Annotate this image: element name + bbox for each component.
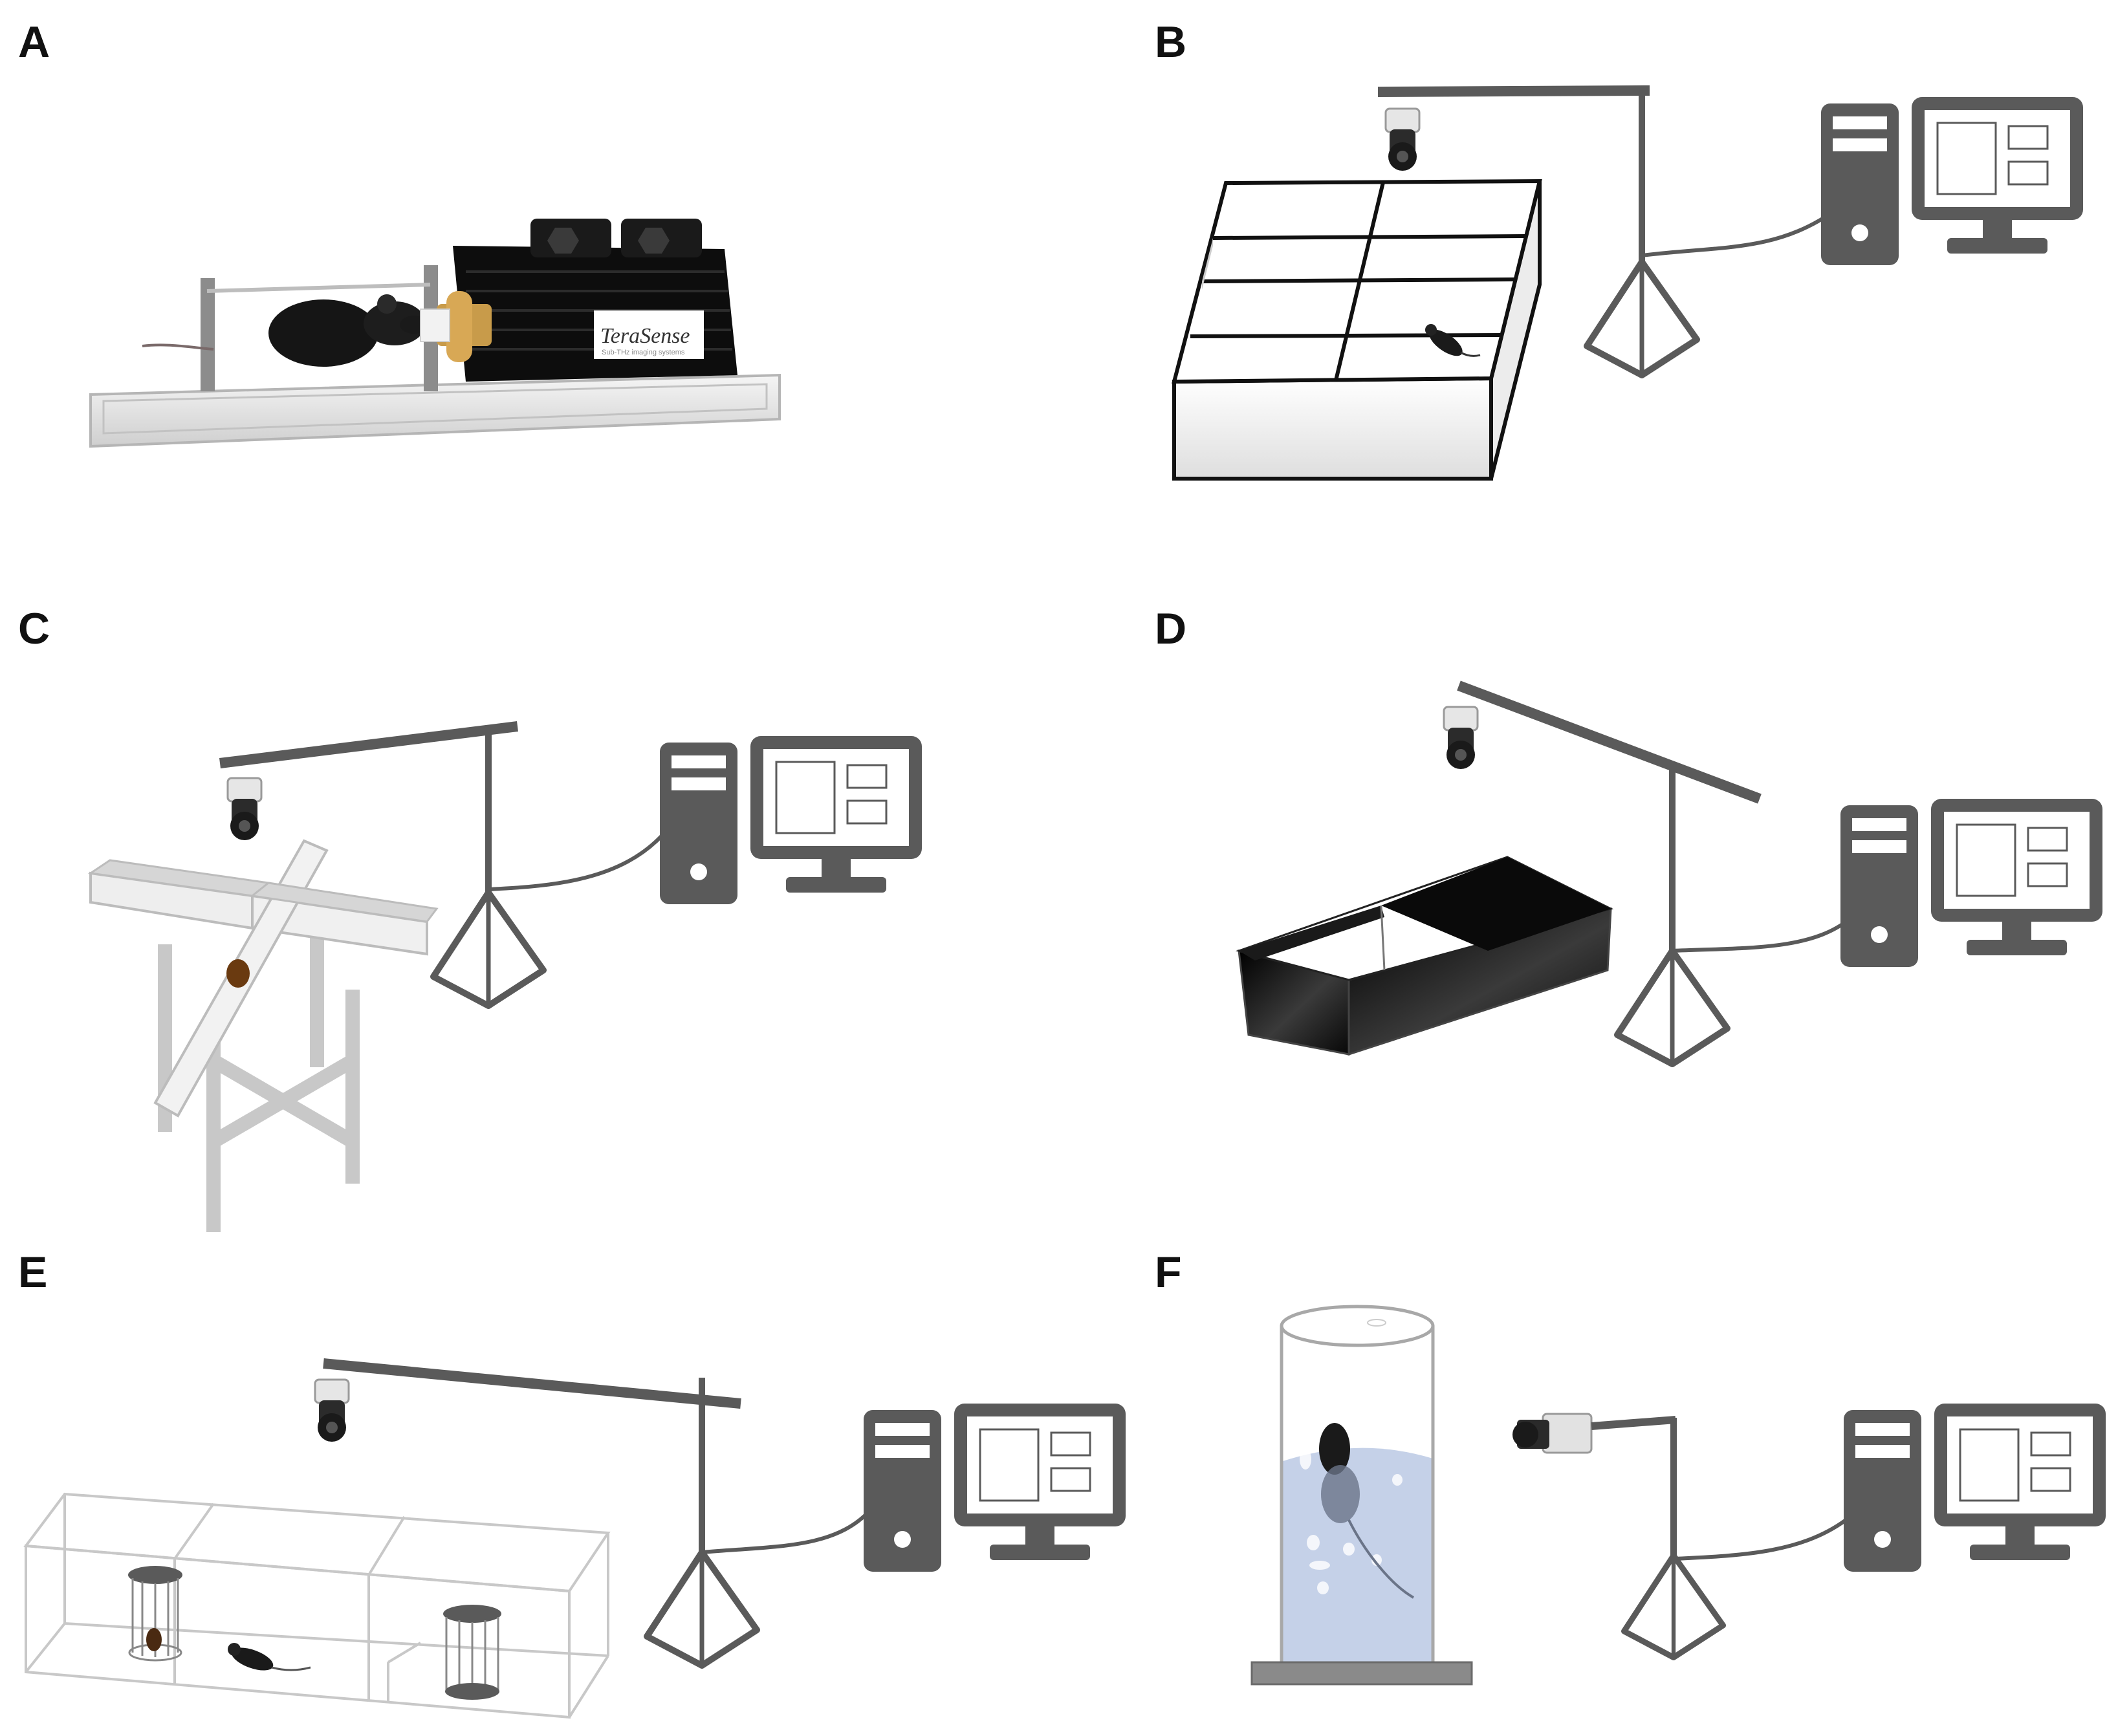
panel-letter-a: A <box>18 17 50 67</box>
three-chamber-box <box>23 1492 611 1719</box>
side-camera-f <box>1512 1413 1723 1658</box>
panel-e: E <box>18 1248 1127 1719</box>
plus-maze <box>87 839 439 1232</box>
wire-cage-right <box>443 1605 501 1700</box>
panel-a: A <box>18 17 781 448</box>
black-box <box>1235 856 1614 1056</box>
computer-b <box>1820 96 2084 266</box>
panel-c: C <box>18 604 923 1232</box>
camera-arm-b <box>1377 85 1697 375</box>
cable-e <box>701 1508 872 1554</box>
camera-arm-d <box>1443 680 1762 1064</box>
cable-c <box>488 832 665 891</box>
panel-letter-c: C <box>18 604 50 653</box>
mouse-a <box>142 294 428 367</box>
panel-letter-d: D <box>1155 604 1186 653</box>
imaging-camera: TeraSense Sub-THz imaging systems <box>420 219 737 382</box>
cable-f <box>1673 1515 1851 1561</box>
camera-arm-c <box>219 721 543 1006</box>
imaging-brand-subtitle: Sub-THz imaging systems <box>602 349 685 356</box>
computer-f <box>1842 1402 2107 1573</box>
cable-b <box>1641 212 1832 257</box>
imaging-brand: TeraSense <box>600 324 690 348</box>
panel-letter-e: E <box>18 1248 47 1297</box>
computer-d <box>1839 797 2104 968</box>
computer-e <box>862 1402 1127 1573</box>
computer-c <box>659 735 923 906</box>
wire-cage-left <box>128 1566 182 1662</box>
panel-f: F <box>1155 1248 2107 1686</box>
water-cylinder <box>1250 1305 1473 1686</box>
restraint-rail <box>89 373 781 448</box>
panel-b: B <box>1155 17 2084 481</box>
panel-letter-f: F <box>1155 1248 1182 1297</box>
six-compartment-box <box>1172 179 1542 481</box>
mouse-c <box>226 959 250 988</box>
mouse-e <box>228 1643 311 1671</box>
cable-d <box>1672 917 1851 953</box>
camera-arm-e <box>314 1358 757 1665</box>
panel-letter-b: B <box>1155 17 1186 67</box>
panel-d: D <box>1155 604 2104 1064</box>
mouse-b <box>1425 324 1481 357</box>
